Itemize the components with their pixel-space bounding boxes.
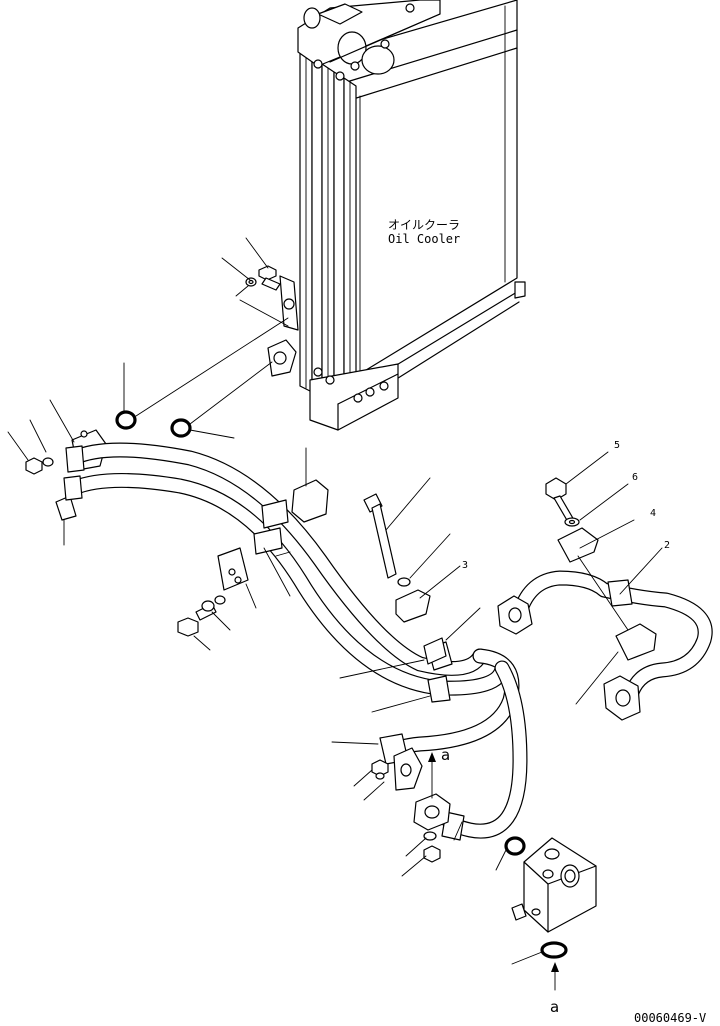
part-number-washer: 6 xyxy=(632,472,638,483)
oil-cooler-assembly xyxy=(267,0,526,431)
upper-bolt-group xyxy=(221,237,289,327)
drawing-code: 00060469-V xyxy=(634,1011,706,1025)
o-ring-upper-1 xyxy=(115,410,137,430)
callout-label-lower: a xyxy=(550,998,559,1016)
part-number-bolt: 5 xyxy=(614,440,620,451)
callout-label-upper: a xyxy=(441,746,450,764)
leader-oring-lower-2 xyxy=(511,951,543,965)
left-flange-group xyxy=(7,399,107,546)
part-number-bracket: 3 xyxy=(462,560,468,571)
o-ring-lower-1 xyxy=(504,836,526,856)
right-pipe-assembly xyxy=(497,519,713,721)
leader-oring-1b xyxy=(135,317,289,417)
valve-block xyxy=(511,837,597,933)
leader-oring-lower-1 xyxy=(495,849,507,871)
o-ring-lower-2 xyxy=(540,941,568,959)
hose-assembly xyxy=(63,442,528,841)
callout-arrowhead-lower xyxy=(551,962,559,972)
o-ring-upper-2 xyxy=(170,418,192,438)
oil-cooler-label-jp: オイルクーラ xyxy=(388,218,460,232)
center-long-bolt xyxy=(339,477,481,713)
lower-fittings xyxy=(331,741,463,877)
part-number-clamp: 4 xyxy=(650,508,656,519)
oil-cooler-label-en: Oil Cooler xyxy=(388,232,460,246)
part-number-joint: 2 xyxy=(664,540,670,551)
right-bolt-group xyxy=(545,451,629,527)
hose-clamp-left xyxy=(217,447,329,609)
callout-arrowhead-upper xyxy=(428,752,436,762)
left-bolt-group xyxy=(177,595,231,651)
leader-oring-2b xyxy=(189,361,273,425)
leader-oring-2 xyxy=(189,429,235,439)
